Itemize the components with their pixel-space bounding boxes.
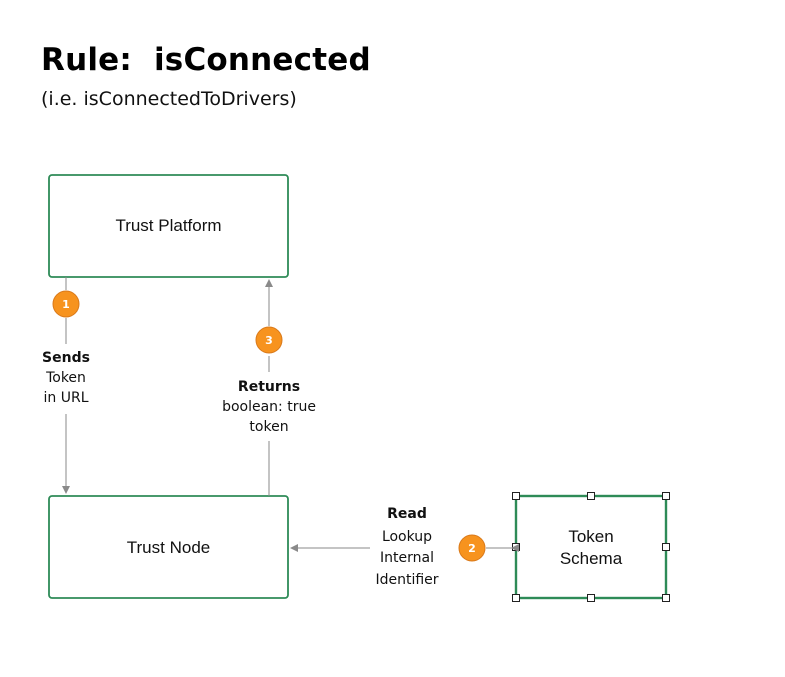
trust-platform-node[interactable]: Trust Platform <box>48 174 289 278</box>
step-2-label-title: Read <box>387 506 427 522</box>
resize-handle-bottom-left[interactable] <box>512 594 520 602</box>
token-schema-node[interactable]: Token Schema <box>512 492 670 602</box>
resize-handle-top-right[interactable] <box>662 492 670 500</box>
token-schema-label-line1: Token <box>568 527 613 546</box>
step-3-label-line2: boolean: true <box>222 399 316 415</box>
step-2-badge: 2 <box>458 534 486 562</box>
step-3-label-title: Returns <box>238 379 300 395</box>
resize-handle-bottom[interactable] <box>587 594 595 602</box>
step-1-label-title: Sends <box>42 350 90 366</box>
diagram-subtitle: (i.e. isConnectedToDrivers) <box>41 88 297 110</box>
step-2-label-line3: Internal <box>380 550 434 566</box>
trust-node-label: Trust Node <box>127 538 210 557</box>
step-2-label-line4: Identifier <box>375 572 438 588</box>
trust-node-node[interactable]: Trust Node <box>48 495 289 599</box>
step-2-number: 2 <box>468 542 476 555</box>
step-3-badge: 3 <box>255 326 283 354</box>
step-3-label-line3: token <box>249 419 288 435</box>
diagram-title: Rule: isConnected <box>41 42 371 78</box>
connector-step2[interactable]: 2 Read Lookup Internal Identifier <box>290 506 519 588</box>
resize-handle-bottom-right[interactable] <box>662 594 670 602</box>
resize-handle-right[interactable] <box>662 543 670 551</box>
step-1-label-line2: Token <box>45 370 86 386</box>
step-1-badge: 1 <box>52 290 80 318</box>
token-schema-label-line2: Schema <box>560 549 623 568</box>
resize-handle-top-left[interactable] <box>512 492 520 500</box>
trust-platform-label: Trust Platform <box>115 216 221 235</box>
resize-handle-top[interactable] <box>587 492 595 500</box>
step-2-label-line2: Lookup <box>382 529 432 545</box>
connector-step3[interactable]: 3 Returns boolean: true token <box>222 279 316 496</box>
connector-step1[interactable]: 1 Sends Token in URL <box>42 277 90 494</box>
step-1-label-line3: in URL <box>44 390 89 406</box>
resize-handle-left[interactable] <box>512 543 520 551</box>
step-1-number: 1 <box>62 298 70 311</box>
step-3-number: 3 <box>265 334 273 347</box>
